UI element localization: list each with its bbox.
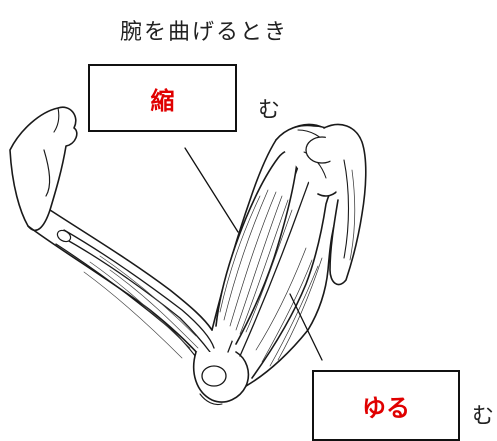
relax-label: ゆる [362,394,410,422]
contract-label-box: 縮 [88,64,237,132]
relax-label-box: ゆる [312,370,460,441]
pointer-line-top [184,147,239,233]
fist [9,106,78,232]
relax-suffix: む [472,404,495,429]
pointer-line-bottom [289,293,323,361]
page-title: 腕を曲げるとき [120,20,289,45]
ulna-bone [55,243,203,367]
contract-suffix: む [258,98,281,123]
contract-label: 縮 [150,86,175,115]
scapula [323,123,367,286]
radius-bone [59,235,211,353]
forearm-outline [27,225,201,357]
